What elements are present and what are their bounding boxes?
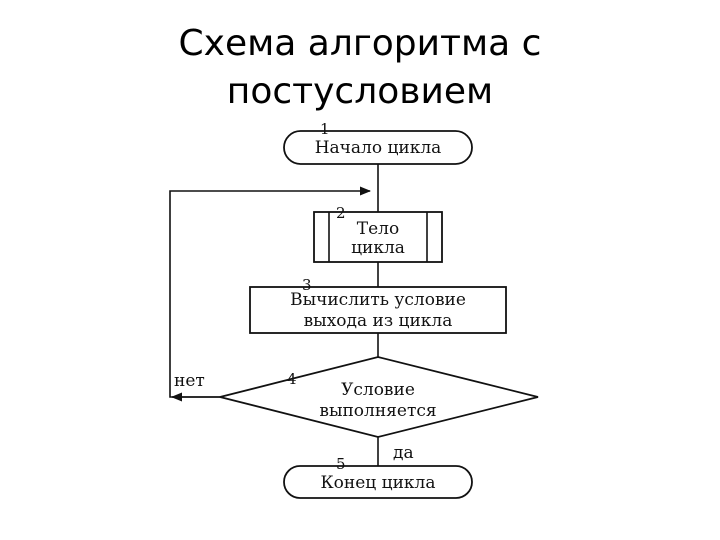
slide-title: Схема алгоритма с постусловием: [0, 20, 720, 116]
terminator-shape-start: [283, 130, 473, 165]
terminator-shape-end: [283, 465, 473, 499]
node-number-3: 3: [302, 276, 312, 294]
node-label-start: Начало цикла: [315, 138, 442, 158]
node-end: 5 Конец цикла: [283, 455, 473, 499]
node-label-check-line-2: выполняется: [319, 401, 436, 421]
edge-label-no: нет: [174, 371, 205, 391]
node-body: 2 Тело цикла: [313, 204, 443, 263]
node-number-4: 4: [287, 370, 297, 388]
connectors: [169, 164, 379, 466]
title-line-2: постусловием: [226, 71, 494, 112]
node-label-check-line-1: Условие: [341, 380, 415, 400]
node-label-body-line-1: Тело: [357, 219, 399, 239]
node-check: 4 Условие выполняется: [219, 356, 539, 438]
node-label-compute-line-2: выхода из цикла: [304, 311, 453, 331]
node-number-5: 5: [336, 455, 346, 473]
predefined-process-shape-body: [313, 211, 443, 263]
decision-shape-check: [219, 356, 539, 438]
edge-label-yes: да: [393, 443, 414, 463]
node-number-2: 2: [336, 204, 346, 222]
node-compute: 3 Вычислить условие выхода из цикла: [249, 276, 507, 334]
node-label-body-line-2: цикла: [351, 238, 405, 258]
node-start: 1 Начало цикла: [283, 120, 473, 165]
process-shape-compute: [249, 286, 507, 334]
node-number-1: 1: [320, 120, 330, 138]
title-line-1: Схема алгоритма с: [178, 23, 542, 64]
node-label-compute-line-1: Вычислить условие: [290, 290, 466, 310]
node-label-end: Конец цикла: [321, 473, 436, 493]
